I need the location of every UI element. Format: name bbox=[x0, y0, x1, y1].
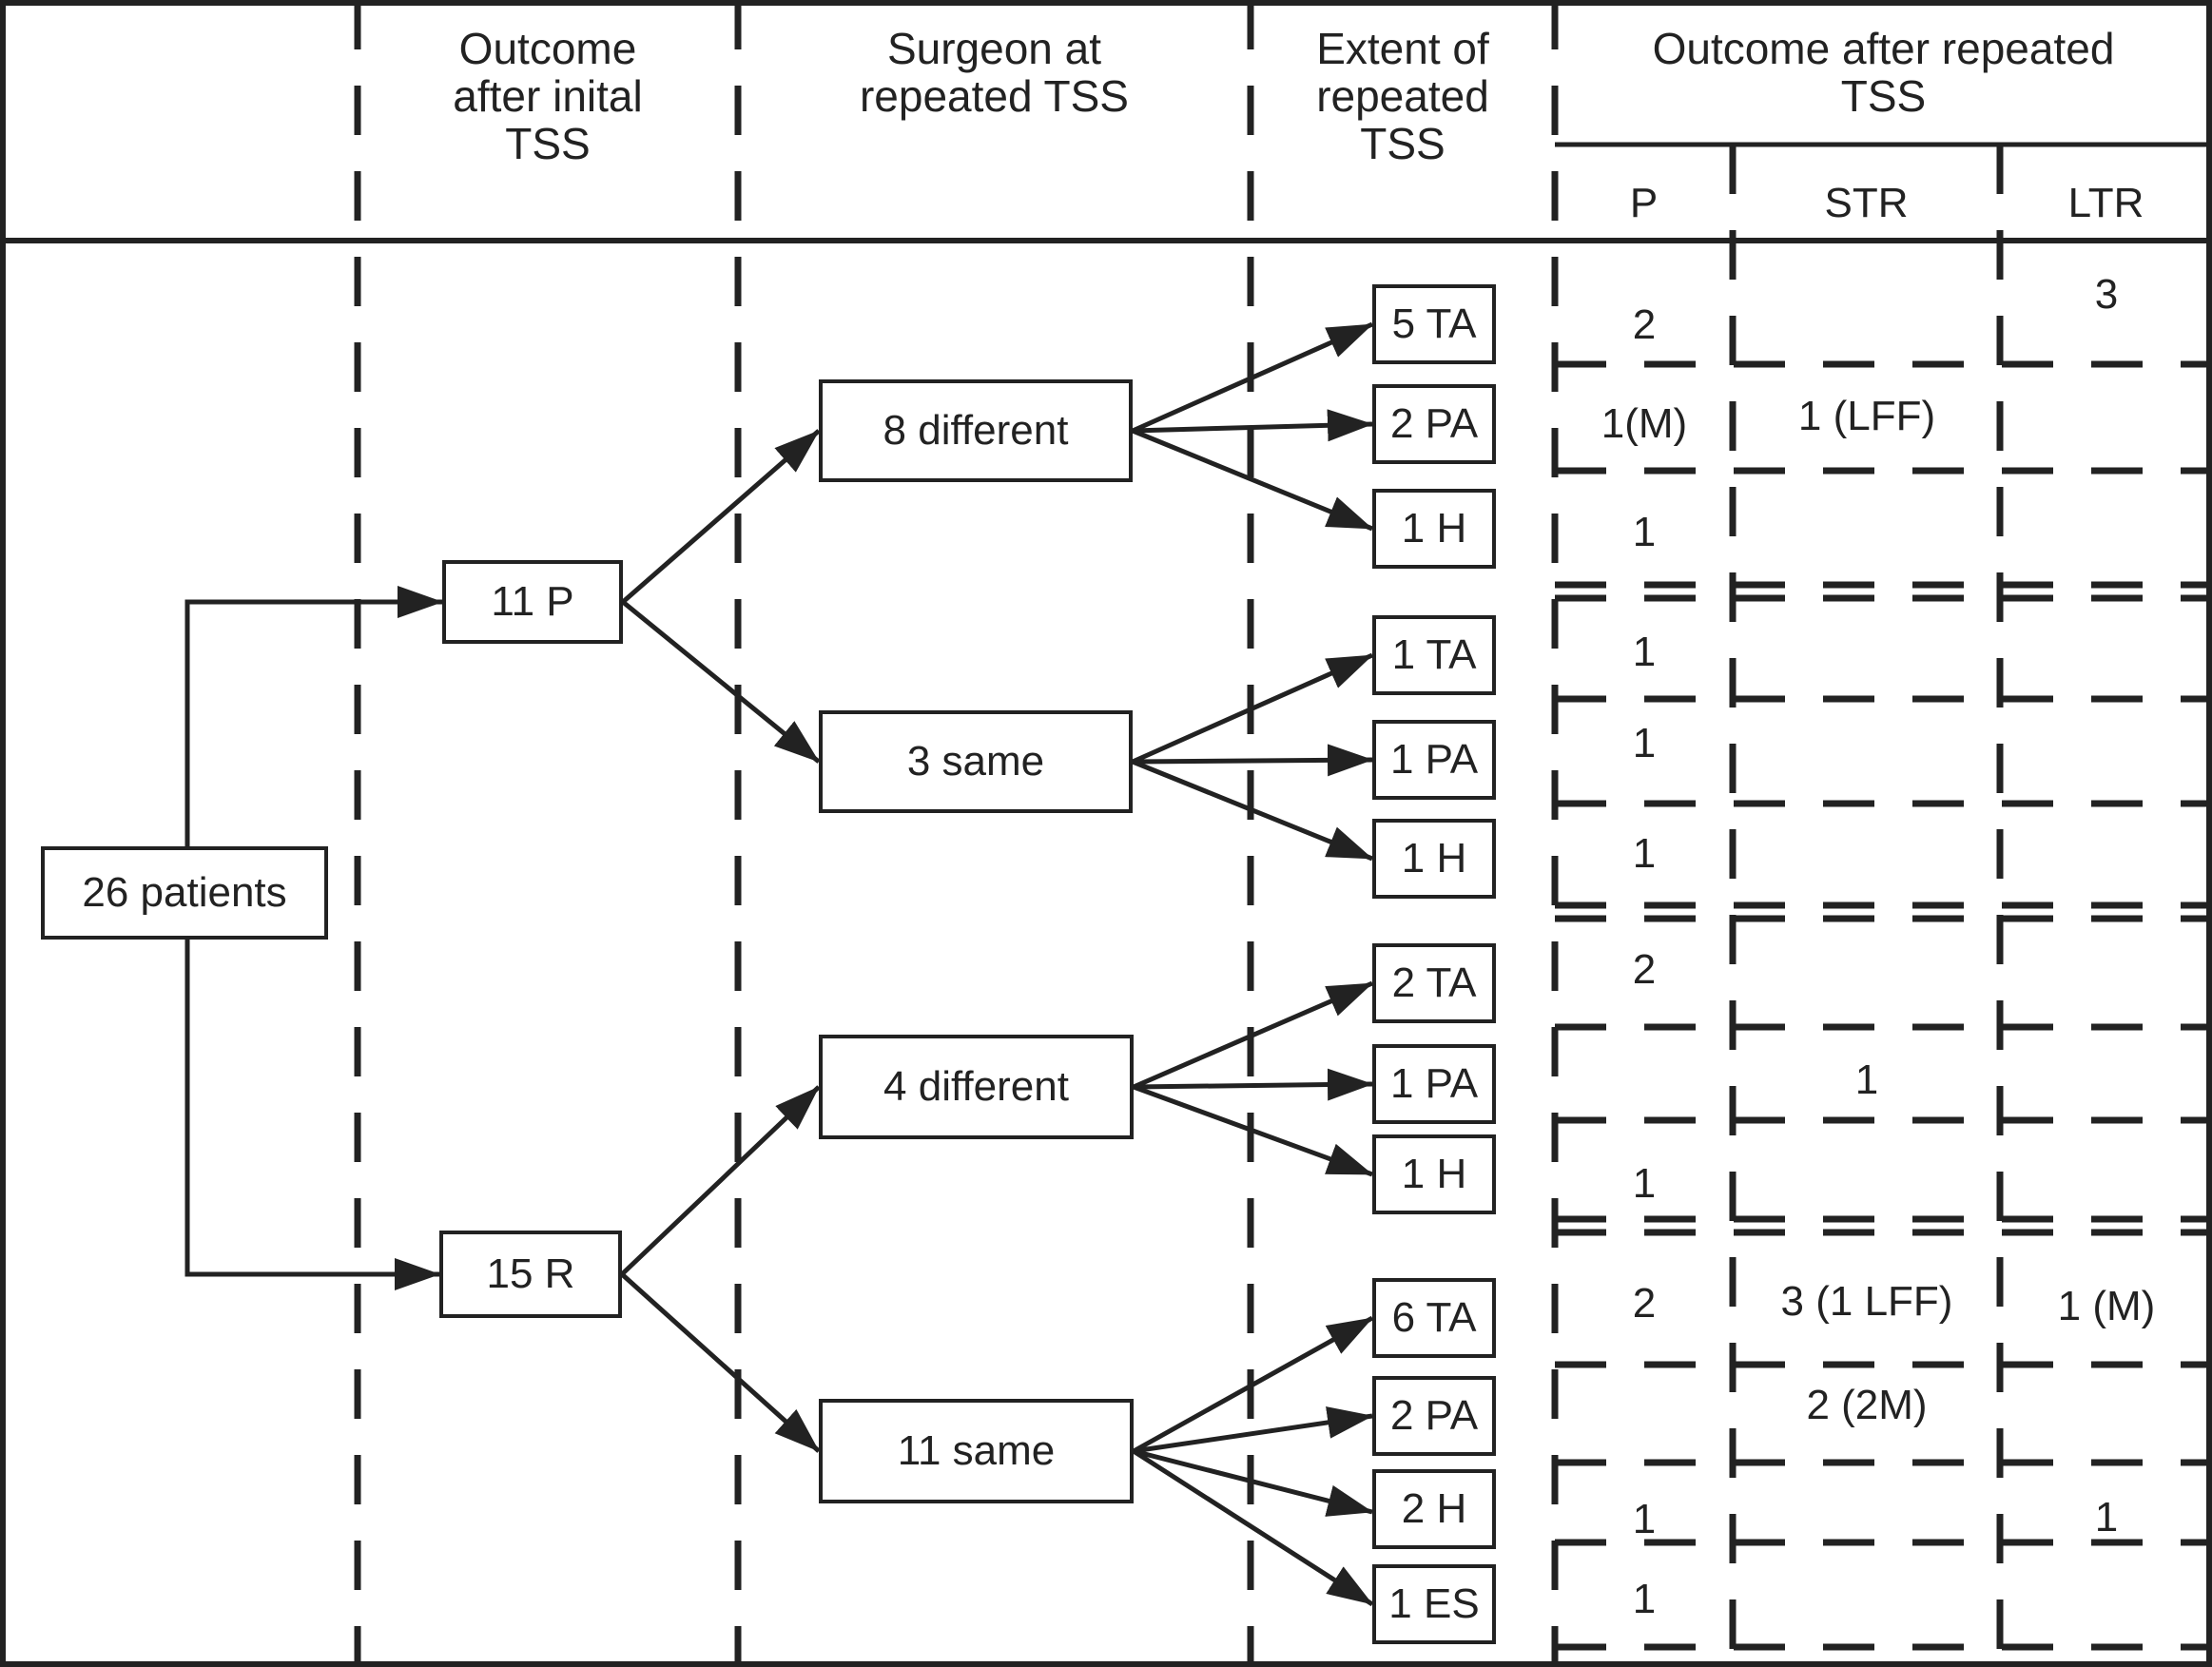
extent-box-1h-a: 1 H bbox=[1372, 489, 1496, 569]
column-header-outcome-initial-tss: Outcome after inital TSS bbox=[453, 24, 643, 168]
connector-11same-to-2h bbox=[1133, 1448, 1373, 1517]
node-15-r: 15 R bbox=[439, 1231, 622, 1318]
extent-box-2pa: 2 PA bbox=[1372, 384, 1496, 464]
extent-box-1h-a-label: 1 H bbox=[1401, 505, 1467, 552]
connector-3same-to-1pa bbox=[1132, 744, 1373, 777]
extent-box-1ta-label: 1 TA bbox=[1391, 631, 1477, 678]
extent-box-1ta: 1 TA bbox=[1372, 615, 1496, 695]
extent-box-2h-label: 2 H bbox=[1401, 1485, 1467, 1532]
node-11-p-label: 11 P bbox=[491, 578, 574, 625]
extent-box-2h: 2 H bbox=[1372, 1469, 1496, 1549]
connector-11p-to-8different bbox=[621, 429, 821, 604]
value-row2-str: 1 (LFF) bbox=[1797, 393, 1936, 439]
value-row10-ltr: 1 (M) bbox=[2057, 1283, 2156, 1329]
extent-box-1pa-b: 1 PA bbox=[1372, 1044, 1496, 1124]
node-11-p: 11 P bbox=[442, 560, 623, 644]
extent-box-6ta: 6 TA bbox=[1372, 1278, 1496, 1358]
value-row5-p: 1 bbox=[1632, 720, 1657, 766]
node-26-patients: 26 patients bbox=[41, 846, 328, 940]
extent-box-6ta-label: 6 TA bbox=[1391, 1294, 1477, 1341]
connector-root-to-11p bbox=[184, 586, 443, 846]
value-row6-p: 1 bbox=[1632, 830, 1657, 877]
connector-4different-to-1pa bbox=[1133, 1068, 1373, 1101]
node-11-same-label: 11 same bbox=[897, 1427, 1056, 1474]
connector-15r-to-11same bbox=[620, 1272, 821, 1453]
node-8-different: 8 different bbox=[819, 379, 1133, 482]
value-row1-p: 2 bbox=[1632, 301, 1657, 348]
column-header-extent-repeated-tss: Extent of repeated TSS bbox=[1316, 24, 1489, 168]
value-row1-ltr: 3 bbox=[2094, 271, 2119, 318]
node-4-different-label: 4 different bbox=[883, 1063, 1069, 1110]
extent-box-1h-b-label: 1 H bbox=[1401, 835, 1467, 882]
connector-11same-to-1es bbox=[1132, 1448, 1374, 1607]
connector-11p-to-3same bbox=[621, 600, 821, 764]
value-row10-p: 2 bbox=[1632, 1280, 1657, 1327]
connector-4different-to-2ta bbox=[1133, 980, 1373, 1090]
extent-box-5ta-label: 5 TA bbox=[1391, 300, 1477, 347]
connector-8different-to-5ta bbox=[1131, 321, 1374, 434]
value-row11-str: 2 (2M) bbox=[1806, 1382, 1928, 1428]
value-row4-p: 1 bbox=[1632, 629, 1657, 675]
subheader-str: STR bbox=[1824, 180, 1909, 226]
node-3-same-label: 3 same bbox=[906, 738, 1045, 785]
extent-box-2ta-label: 2 TA bbox=[1391, 959, 1477, 1006]
connector-11same-to-6ta bbox=[1132, 1315, 1374, 1454]
value-row12-ltr: 1 bbox=[2094, 1494, 2119, 1541]
node-4-different: 4 different bbox=[819, 1035, 1134, 1139]
column-header-outcome-repeated-tss: Outcome after repeated TSS bbox=[1652, 24, 2115, 121]
extent-box-2pa-label: 2 PA bbox=[1389, 400, 1479, 447]
connector-11same-to-2pa bbox=[1133, 1406, 1373, 1454]
extent-box-1pa-a: 1 PA bbox=[1372, 720, 1496, 800]
connector-15r-to-4different bbox=[620, 1085, 821, 1276]
extent-box-1h-b: 1 H bbox=[1372, 819, 1496, 899]
connector-3same-to-1ta bbox=[1131, 652, 1374, 765]
connector-8different-to-1h bbox=[1132, 428, 1373, 532]
connector-root-to-15r bbox=[184, 940, 440, 1290]
connector-8different-to-2pa bbox=[1132, 409, 1373, 442]
node-8-different-label: 8 different bbox=[883, 407, 1069, 454]
value-row2-p: 1(M) bbox=[1601, 400, 1688, 447]
value-row8-str: 1 bbox=[1854, 1056, 1879, 1103]
extent-box-1pa-b-label: 1 PA bbox=[1389, 1060, 1479, 1107]
extent-box-5ta: 5 TA bbox=[1372, 284, 1496, 364]
extent-box-1h-c-label: 1 H bbox=[1401, 1151, 1467, 1197]
node-3-same: 3 same bbox=[819, 710, 1133, 813]
subheader-ltr: LTR bbox=[2067, 180, 2144, 226]
value-row10-str: 3 (1 LFF) bbox=[1780, 1278, 1953, 1325]
extent-box-1pa-a-label: 1 PA bbox=[1389, 736, 1479, 783]
value-row7-p: 2 bbox=[1632, 946, 1657, 993]
connector-4different-to-1h bbox=[1133, 1084, 1373, 1177]
column-header-surgeon-repeated-tss: Surgeon at repeated TSS bbox=[859, 24, 1129, 121]
group-separator-double-dashed-lines bbox=[1555, 581, 2212, 1236]
extent-box-2pa-b-label: 2 PA bbox=[1389, 1392, 1479, 1439]
extent-box-1es-label: 1 ES bbox=[1388, 1580, 1480, 1627]
value-row12-p: 1 bbox=[1632, 1496, 1657, 1542]
value-row9-p: 1 bbox=[1632, 1160, 1657, 1207]
node-26-patients-label: 26 patients bbox=[82, 869, 287, 916]
node-11-same: 11 same bbox=[819, 1399, 1134, 1503]
extent-box-1h-c: 1 H bbox=[1372, 1134, 1496, 1214]
node-15-r-label: 15 R bbox=[486, 1250, 575, 1297]
extent-box-2pa-b: 2 PA bbox=[1372, 1376, 1496, 1456]
value-row13-p: 1 bbox=[1632, 1576, 1657, 1622]
value-row3-p: 1 bbox=[1632, 509, 1657, 555]
subheader-p: P bbox=[1629, 180, 1659, 226]
connector-3same-to-1h bbox=[1132, 759, 1373, 862]
extent-box-2ta: 2 TA bbox=[1372, 943, 1496, 1023]
extent-box-1es: 1 ES bbox=[1372, 1564, 1496, 1644]
